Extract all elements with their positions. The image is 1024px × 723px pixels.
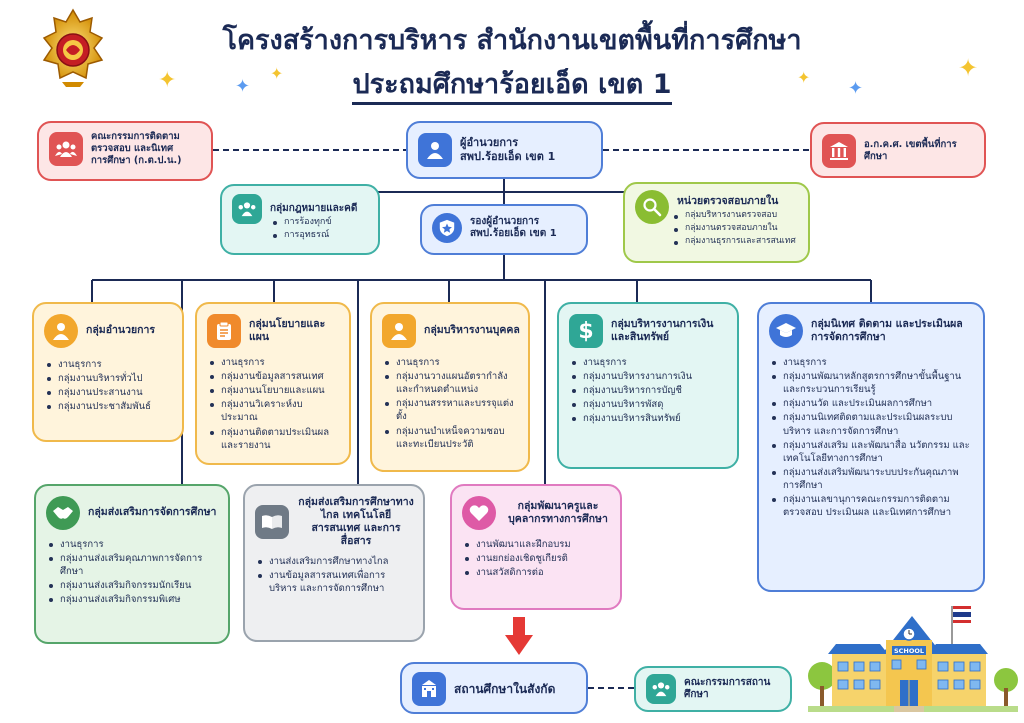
list-item: กลุ่มงานข้อมูลสารสนเทศ	[210, 370, 339, 383]
list-item: กลุ่มงานส่งเสริม และพัฒนาสื่อ นวัตกรรม แ…	[772, 439, 973, 465]
list-item: งานข้อมูลสารสนเทศเพื่อการบริหาร และการจั…	[258, 569, 413, 595]
list-item: งานธุรการ	[49, 538, 218, 551]
list-item: กลุ่มงานบริหารพัสดุ	[572, 398, 727, 411]
list-item: งานธุรการ	[210, 356, 339, 369]
education-promotion-group-box[interactable]: กลุ่มส่งเสริมการจัดการศึกษา งานธุรการ กล…	[34, 484, 230, 644]
school-illustration: SCHOOL	[808, 606, 1018, 712]
distance-learning-group-box[interactable]: กลุ่มส่งเสริมการศึกษาทางไกล เทคโนโลยีสาร…	[243, 484, 425, 642]
list-item: งานยกย่องเชิดชูเกียรติ	[465, 552, 610, 565]
list-item: กลุ่มงานบริหารสินทรัพย์	[572, 412, 727, 425]
policy-plan-group-title: กลุ่มนโยบายและแผน	[249, 317, 326, 343]
ministry-emblem-logo	[42, 8, 104, 87]
school-board-box[interactable]: คณะกรรมการสถานศึกษา	[634, 666, 792, 712]
director-title: ผู้อำนวยการ สพป.ร้อยเอ็ด เขต 1	[460, 136, 556, 163]
school-sign: SCHOOL	[894, 647, 924, 655]
list-item: งานธุรการ	[772, 356, 973, 369]
chart-title-line2: ประถมศึกษาร้อยเอ็ด เขต 1	[0, 62, 1024, 105]
chart-title-line1: โครงสร้างการบริหาร สำนักงานเขตพื้นที่การ…	[222, 25, 802, 56]
group-icon	[232, 194, 262, 224]
person-icon	[418, 133, 452, 167]
list-item: กลุ่มงานสรรหาและบรรจุแต่งตั้ง	[385, 397, 518, 423]
school-board-title: คณะกรรมการสถานศึกษา	[684, 676, 771, 701]
director-box[interactable]: ผู้อำนวยการ สพป.ร้อยเอ็ด เขต 1	[406, 121, 603, 179]
list-item: กลุ่มงานบริหารการบัญชี	[572, 384, 727, 397]
education-promotion-group-title: กลุ่มส่งเสริมการจัดการศึกษา	[88, 506, 217, 519]
sparkle-icon: ✦	[235, 76, 251, 97]
supervision-group-box[interactable]: กลุ่มนิเทศ ติดตาม และประเมินผลการจัดการศ…	[757, 302, 985, 592]
person-icon	[44, 314, 78, 348]
dollar-icon: $	[569, 314, 603, 348]
teacher-development-group-box[interactable]: กลุ่มพัฒนาครูและบุคลากรทางการศึกษา งานพั…	[450, 484, 622, 610]
list-item: กลุ่มบริหารงานตรวจสอบ	[674, 210, 802, 222]
list-item: กลุ่มงานนโยบายและแผน	[210, 384, 339, 397]
committee-left-title: คณะกรรมการติดตาม ตรวจสอบ และนิเทศ การศึก…	[91, 131, 182, 166]
school-building-icon	[412, 672, 446, 706]
affiliated-schools-title: สถานศึกษาในสังกัด	[454, 681, 556, 696]
list-item: กลุ่มงานพัฒนาหลักสูตรการศึกษาขั้นพื้นฐาน…	[772, 370, 973, 396]
list-item: กลุ่มงานวางแผนอัตรากำลังและกำหนดตำแหน่ง	[385, 370, 518, 396]
teacher-development-group-title: กลุ่มพัฒนาครูและบุคลากรทางการศึกษา	[508, 499, 608, 525]
sparkle-icon: ✦	[958, 54, 979, 82]
list-item: งานส่งเสริมการศึกษาทางไกล	[258, 555, 413, 568]
list-item: กลุ่มงานเลขานุการคณะกรรมการติดตาม ตรวจสอ…	[772, 493, 973, 519]
supervision-group-title: กลุ่มนิเทศ ติดตาม และประเมินผลการจัดการศ…	[811, 317, 963, 343]
list-item: งานสวัสดิการต่อ	[465, 566, 610, 579]
affiliated-schools-box[interactable]: สถานศึกษาในสังกัด	[400, 662, 588, 714]
list-item: กลุ่มงานส่งเสริมกิจกรรมนักเรียน	[49, 579, 218, 592]
sparkle-icon: ✦	[270, 64, 284, 83]
finance-group-title: กลุ่มบริหารงานการเงินและสินทรัพย์	[611, 317, 714, 343]
legal-group-box[interactable]: กลุ่มกฎหมายและคดี การร้องทุกข์ การอุทธรณ…	[220, 184, 380, 255]
badge-icon	[432, 213, 462, 243]
list-item: กลุ่มงานนิเทศติดตามและประเมินผลระบบบริหา…	[772, 411, 973, 437]
person-icon	[382, 314, 416, 348]
list-item: กลุ่มงานประสานงาน	[47, 386, 172, 399]
sparkle-icon: ✦	[158, 68, 177, 93]
group-icon	[49, 131, 83, 166]
finance-group-box[interactable]: $ กลุ่มบริหารงานการเงินและสินทรัพย์ งานธ…	[557, 302, 739, 469]
handshake-icon	[46, 496, 80, 530]
distance-learning-group-title: กลุ่มส่งเสริมการศึกษาทางไกล เทคโนโลยีสาร…	[298, 496, 414, 548]
list-item: งานธุรการ	[385, 356, 518, 369]
clipboard-icon	[207, 314, 241, 348]
internal-audit-box[interactable]: หน่วยตรวจสอบภายใน กลุ่มบริหารงานตรวจสอบ …	[623, 182, 810, 263]
list-item: กลุ่มงานติดตามประเมินผลและรายงาน	[210, 426, 339, 452]
building-icon	[822, 134, 856, 168]
admin-group-title: กลุ่มอำนวยการ	[86, 324, 156, 337]
list-item: กลุ่มงานวัด และประเมินผลการศึกษา	[772, 397, 973, 410]
legal-group-title: กลุ่มกฎหมายและคดี	[270, 202, 358, 214]
personnel-group-title: กลุ่มบริหารงานบุคคล	[424, 324, 520, 337]
list-item: งานพัฒนาและฝึกอบรม	[465, 538, 610, 551]
list-item: กลุ่มงานบริหารงานการเงิน	[572, 370, 727, 383]
heart-icon	[462, 496, 496, 530]
list-item: กลุ่มงานส่งเสริมกิจกรรมพิเศษ	[49, 593, 218, 606]
graduation-cap-icon	[769, 314, 803, 348]
committee-left-box[interactable]: คณะกรรมการติดตาม ตรวจสอบ และนิเทศ การศึก…	[37, 121, 213, 181]
list-item: กลุ่มงานส่งเสริมพัฒนาระบบประกันคุณภาพการ…	[772, 466, 973, 492]
list-item: กลุ่มงานประชาสัมพันธ์	[47, 400, 172, 413]
list-item: งานธุรการ	[572, 356, 727, 369]
admin-group-box[interactable]: กลุ่มอำนวยการ งานธุรการ กลุ่มงานบริหารทั…	[32, 302, 184, 442]
list-item: กลุ่มงานส่งเสริมคุณภาพการจัดการศึกษา	[49, 552, 218, 578]
group-icon	[646, 674, 676, 704]
deputy-director-title: รองผู้อำนวยการ สพป.ร้อยเอ็ด เขต 1	[470, 215, 557, 240]
list-item: งานธุรการ	[47, 358, 172, 371]
list-item: กลุ่มงานบำเหน็จความชอบและทะเบียนประวัติ	[385, 425, 518, 451]
sparkle-icon: ✦	[797, 68, 811, 87]
personnel-group-box[interactable]: กลุ่มบริหารงานบุคคล งานธุรการ กลุ่มงานวา…	[370, 302, 530, 472]
book-icon	[255, 505, 289, 540]
deputy-director-box[interactable]: รองผู้อำนวยการ สพป.ร้อยเอ็ด เขต 1	[420, 204, 588, 255]
policy-plan-group-box[interactable]: กลุ่มนโยบายและแผน งานธุรการ กลุ่มงานข้อม…	[195, 302, 351, 465]
list-item: การร้องทุกข์	[273, 216, 370, 228]
list-item: การอุทธรณ์	[273, 229, 370, 241]
committee-right-box[interactable]: อ.ก.ค.ศ. เขตพื้นที่การ ศึกษา	[810, 122, 986, 178]
list-item: กลุ่มงานตรวจสอบภายใน	[674, 223, 802, 235]
list-item: กลุ่มงานบริหารทั่วไป	[47, 372, 172, 385]
list-item: กลุ่มงานธุรการและสารสนเทศ	[674, 236, 802, 248]
down-arrow-icon	[505, 617, 533, 655]
sparkle-icon: ✦	[848, 78, 864, 99]
committee-right-title: อ.ก.ค.ศ. เขตพื้นที่การ ศึกษา	[864, 139, 957, 162]
list-item: กลุ่มงานวิเคราะห์งบประมาณ	[210, 398, 339, 424]
magnifier-icon	[635, 190, 669, 224]
internal-audit-title: หน่วยตรวจสอบภายใน	[677, 195, 779, 208]
